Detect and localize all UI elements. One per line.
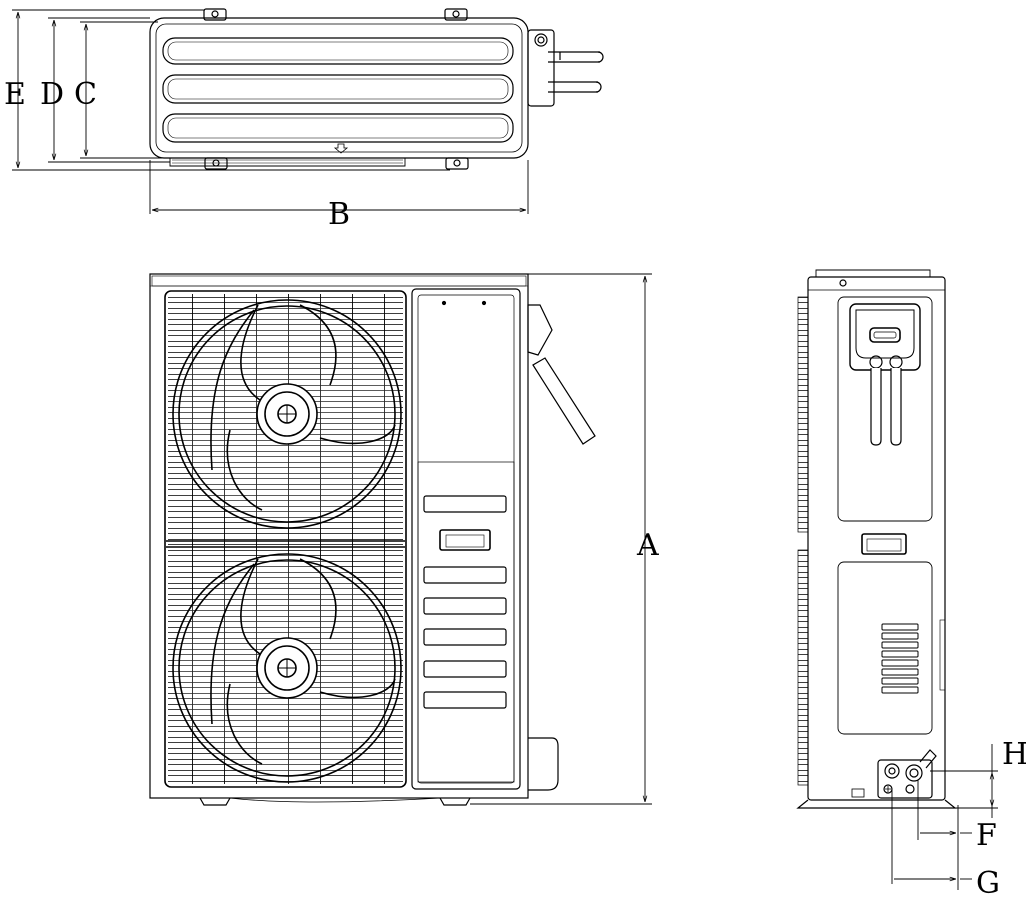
side-view-body	[807, 276, 946, 801]
service-valves-side	[877, 749, 937, 799]
mount-tab	[204, 157, 228, 170]
mount-tab	[203, 8, 227, 21]
panel-handle	[439, 529, 491, 551]
mount-tab	[444, 8, 468, 21]
dimension-label-a: A	[636, 528, 659, 563]
panel-slot	[423, 495, 507, 513]
mount-tab	[445, 157, 469, 170]
valve-cover	[527, 304, 553, 356]
top-view	[149, 8, 604, 170]
fan-upper	[172, 299, 402, 529]
side-view-dimensions	[891, 744, 998, 890]
panel-slot	[423, 566, 507, 584]
panel-slot	[423, 691, 507, 709]
panel-slot	[423, 597, 507, 615]
panel-slot	[423, 660, 507, 678]
dimension-label-d: D	[40, 77, 64, 112]
side-handle	[861, 533, 907, 555]
service-valve-top	[527, 29, 604, 107]
grille-bar	[162, 74, 514, 104]
service-panel	[411, 288, 521, 790]
dimension-label-g: G	[976, 866, 1000, 901]
top-view-dimensions	[12, 9, 529, 214]
side-view	[796, 269, 957, 809]
pipe-diagonal	[532, 357, 596, 445]
side-vents	[881, 623, 919, 694]
panel-slot	[423, 628, 507, 646]
pipe-left	[870, 368, 882, 446]
top-view-body	[149, 17, 529, 159]
front-view	[149, 273, 596, 806]
fan-lower	[172, 553, 402, 783]
dimension-label-h: H	[1002, 737, 1026, 772]
front-view-body	[149, 273, 529, 799]
valve-box-side	[849, 303, 921, 371]
dimension-label-f: F	[976, 818, 997, 853]
pipe-right	[890, 368, 902, 446]
fan-grille	[164, 290, 407, 788]
dimension-label-e: E	[4, 77, 26, 112]
grille-bar	[162, 37, 514, 65]
grille-bar	[162, 113, 514, 143]
dimension-label-b: B	[328, 197, 350, 232]
dimension-label-c: C	[74, 77, 97, 112]
dimension-a	[470, 273, 652, 805]
